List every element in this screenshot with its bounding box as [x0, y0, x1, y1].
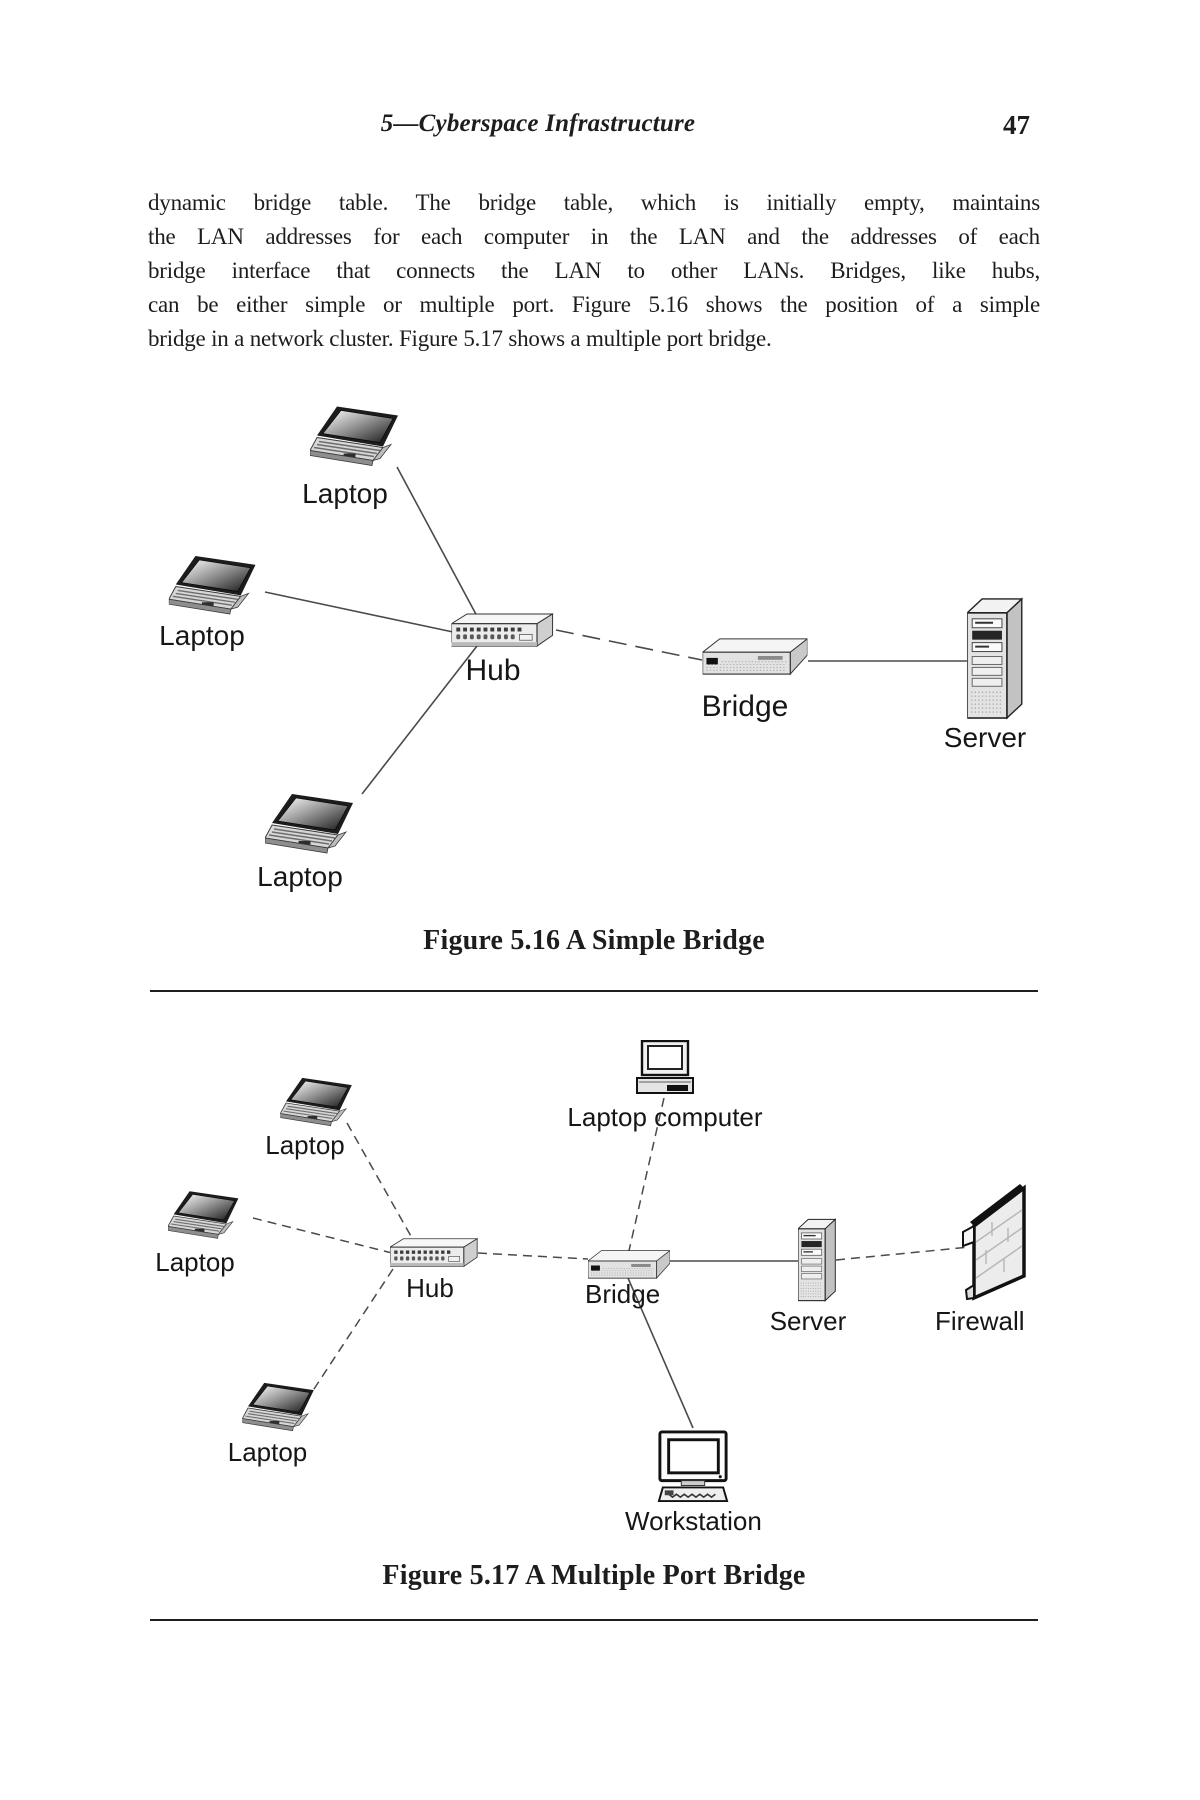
paragraph-line: bridge interface that connects the LAN t…: [148, 258, 1040, 283]
laptop-top-label: Laptop: [302, 478, 388, 509]
hub-label: Hub: [465, 654, 521, 687]
hub-icon: [450, 613, 555, 648]
laptop-top-label: Laptop: [265, 1130, 345, 1160]
figure-5-17-caption: Figure 5.17 A Multiple Port Bridge: [382, 1560, 806, 1591]
figure-5-16-connectors: [264, 466, 967, 795]
server-label: Server: [769, 1306, 847, 1336]
bridge-label: Bridge: [585, 1279, 661, 1309]
figure-5-17-diagram: Laptop Laptop computer Laptop Hub Bridge…: [140, 1020, 1060, 1536]
bridge-icon: [588, 1248, 670, 1280]
laptop-icon: [263, 793, 377, 857]
paragraph-line: dynamic bridge table. The bridge table, …: [148, 190, 1040, 215]
laptop-icon: [310, 405, 420, 470]
figure-5-16-caption: Figure 5.16 A Simple Bridge: [423, 925, 765, 956]
laptop-icon: [168, 555, 278, 618]
workstation-icon: [655, 1430, 731, 1504]
laptop-left-label: Laptop: [159, 620, 245, 651]
laptop-bottom-label: Laptop: [257, 861, 343, 892]
figure-5-16-diagram: Laptop Laptop Hub Bridge Server Laptop: [140, 390, 1060, 892]
bridge-label: Bridge: [701, 690, 789, 723]
laptop-computer-label: Laptop computer: [567, 1102, 763, 1132]
server-icon: [798, 1218, 836, 1302]
desktop-computer-icon: [633, 1040, 697, 1098]
laptop-icon: [280, 1077, 370, 1129]
server-icon: [967, 597, 1023, 720]
body-paragraph: dynamic bridge table. The bridge table, …: [148, 186, 1040, 356]
server-label: Server: [943, 722, 1027, 753]
laptop-left-label: Laptop: [155, 1247, 235, 1277]
firewall-icon: [962, 1180, 1032, 1302]
paragraph-line: the LAN addresses for each computer in t…: [148, 224, 1040, 249]
bridge-icon: [700, 636, 810, 676]
paragraph-line: bridge in a network cluster. Figure 5.17…: [148, 326, 772, 351]
laptop-icon: [168, 1190, 256, 1242]
figure-5-17-connectors: [252, 1097, 971, 1429]
firewall-label: Firewall: [935, 1306, 1025, 1336]
laptop-bottom-label: Laptop: [227, 1437, 308, 1467]
laptop-icon: [241, 1382, 333, 1434]
hub-icon: [390, 1237, 478, 1269]
horizontal-rule: [150, 1619, 1038, 1621]
workstation-label: Workstation: [625, 1506, 762, 1536]
paragraph-line: can be either simple or multiple port. F…: [148, 292, 1040, 317]
hub-label: Hub: [406, 1273, 454, 1303]
page-number: 47: [1003, 110, 1030, 140]
running-header: 5—Cyberspace Infrastructure: [380, 110, 696, 137]
horizontal-rule: [150, 990, 1038, 992]
